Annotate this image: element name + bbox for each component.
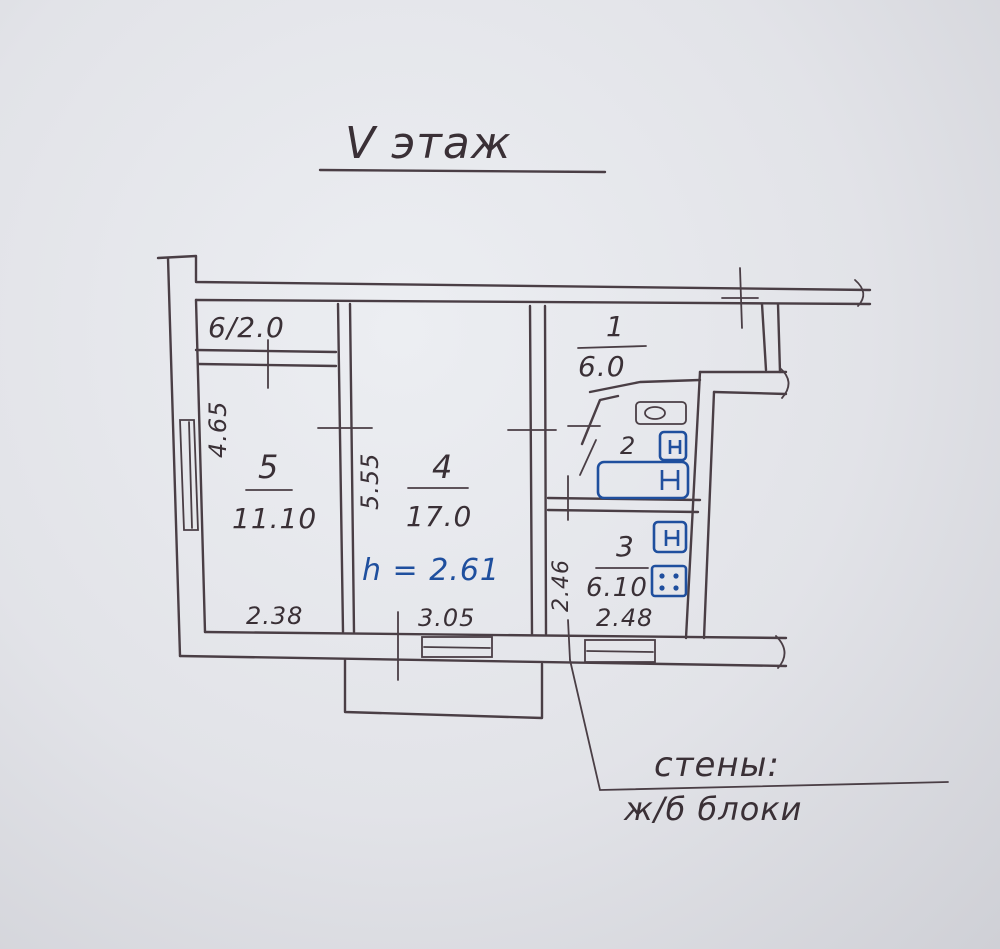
ceiling-height: h = 2.61 — [362, 553, 500, 588]
title-underline — [318, 168, 607, 174]
room-2-number: 2 — [620, 432, 636, 460]
room-3-area: 6.10 — [586, 573, 648, 603]
room-4-area: 17.0 — [406, 500, 472, 533]
room-4-width-dim: 3.05 — [418, 604, 475, 632]
room-5-area: 11.10 — [232, 502, 317, 535]
note-leader-line — [569, 659, 949, 791]
room-3-height-dim: 2.46 — [549, 559, 574, 612]
toilet-icon — [635, 401, 687, 425]
room-5-height-dim: 4.65 — [204, 401, 232, 458]
room-4-height-dim: 5.55 — [356, 453, 384, 510]
interior-walls — [194, 267, 759, 681]
walls-note-line2: ж/б блоки — [623, 790, 802, 828]
bathtub-icon — [596, 460, 690, 500]
room-5-width-dim: 2.38 — [246, 602, 303, 630]
room-3-number: 3 — [616, 530, 635, 563]
outer-walls — [156, 254, 872, 720]
room-1-area: 6.0 — [578, 350, 626, 383]
stove-icon — [650, 564, 688, 598]
room-6-label: 6/2.0 — [208, 311, 285, 344]
room-3-width-dim: 2.48 — [596, 604, 653, 632]
kitchen-sink-icon — [652, 520, 688, 554]
floor-title: V этаж — [345, 118, 511, 169]
room-5-number: 5 — [258, 448, 279, 486]
room-4-number: 4 — [432, 448, 453, 486]
plumbing-fixtures — [596, 401, 690, 598]
room-1-number: 1 — [606, 310, 625, 343]
sink-icon — [658, 430, 688, 462]
walls-note-line1: стены: — [654, 745, 780, 785]
